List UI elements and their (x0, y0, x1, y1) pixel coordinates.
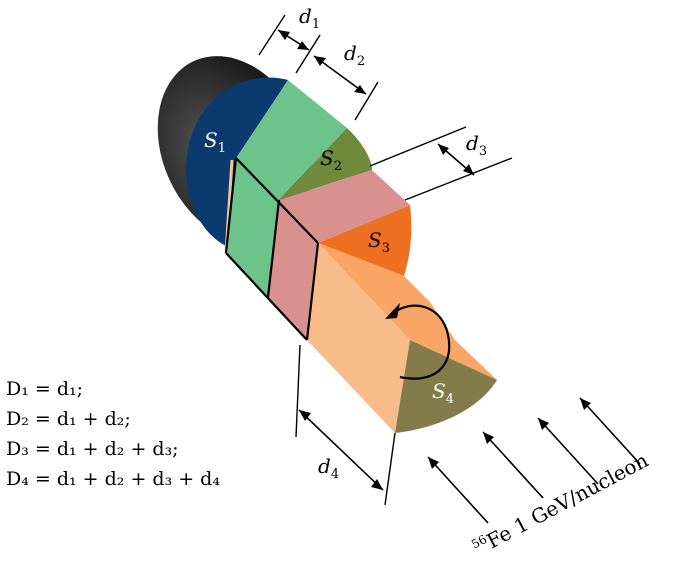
label-s3: S3 (368, 228, 390, 256)
equations-block: D₁ = d₁; D₂ = d₁ + d₂; D₃ = d₁ + d₂ + d₃… (6, 374, 220, 494)
label-s1: S1 (204, 128, 226, 156)
equation-d1: D₁ = d₁; (6, 378, 84, 400)
label-d3: d3 (466, 131, 487, 159)
label-s4: S4 (432, 379, 454, 407)
s2-face (279, 128, 372, 200)
segment3-top (318, 243, 497, 380)
edges (224, 157, 320, 341)
dimension-arrowheads (278, 30, 474, 490)
equation-d3: D₃ = d₁ + d₂ + d₃; (6, 438, 179, 460)
segment3-front (307, 243, 410, 433)
segment1-front (226, 158, 279, 297)
label-d2: d2 (344, 41, 365, 69)
label-s2: S2 (320, 146, 342, 174)
beam-label: 56Fe 1 GeV/nucleon (469, 448, 652, 561)
equation-d2: D₂ = d₁ + d₂; (6, 408, 131, 430)
beam-arrows (427, 397, 641, 524)
label-d1: d1 (299, 4, 320, 32)
s4-face (395, 340, 497, 433)
beam-arrowheads (428, 398, 591, 469)
label-d4: d4 (318, 454, 339, 482)
extension-lines (258, 14, 513, 506)
rotation-arrow (391, 304, 451, 380)
segment1-top (236, 80, 347, 200)
s3-face (318, 205, 412, 276)
rotation-arrowhead (385, 303, 400, 319)
segment2-top (279, 170, 410, 243)
s1-face (186, 77, 288, 246)
segment2-front (268, 200, 318, 340)
equation-d4: D₄ = d₁ + d₂ + d₃ + d₄ (6, 468, 220, 490)
